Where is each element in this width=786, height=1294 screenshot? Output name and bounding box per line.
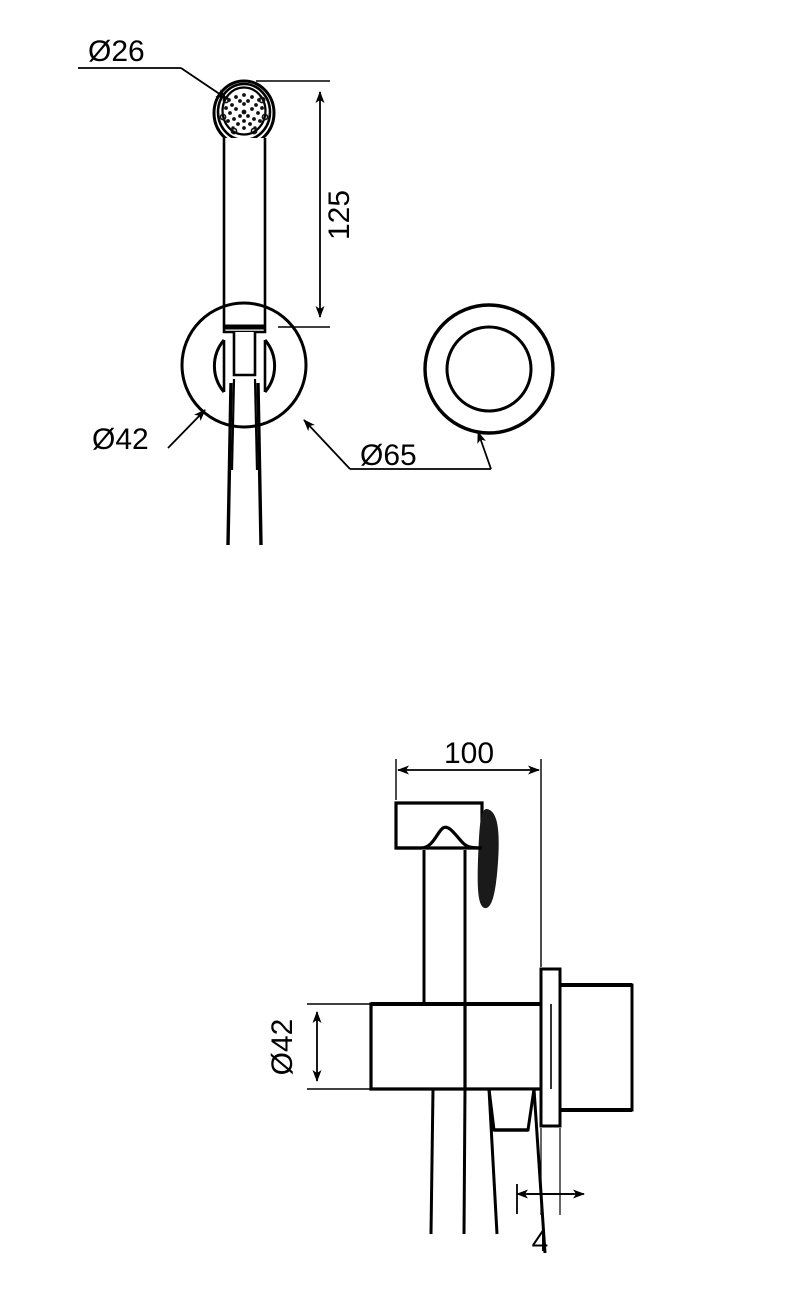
handset-wall-holder	[180, 301, 308, 429]
dimension-label-d42-top: Ø42	[92, 423, 149, 456]
dimension-d42-bottom	[307, 1003, 371, 1090]
spray-head-dimples	[219, 96, 269, 135]
spray-nozzle-pattern	[224, 93, 264, 130]
dimension-d4	[516, 1128, 585, 1215]
trigger-lever	[477, 809, 499, 908]
handset-shoulder	[396, 825, 483, 850]
dimension-d100	[395, 759, 542, 967]
outlet-nipple	[487, 1087, 536, 1132]
handset-head-block	[394, 801, 484, 850]
dimension-label-d100: 100	[444, 737, 494, 770]
dimension-label-d125: 125	[323, 190, 356, 240]
dimension-d26	[78, 67, 228, 100]
dimension-label-d26: Ø26	[88, 35, 145, 68]
dimension-d125	[256, 80, 330, 328]
wall-escutcheon-plate	[539, 967, 634, 1128]
dimension-label-d42-bottom: Ø42	[266, 1019, 299, 1076]
top-view-group: Ø26 125 Ø42 Ø65	[78, 35, 555, 546]
hose-strands	[429, 1088, 547, 1254]
dimension-label-d65: Ø65	[360, 439, 417, 472]
wall-outlet-body	[369, 1002, 546, 1091]
inner-holder-ring-right	[263, 339, 277, 393]
handset-hose	[226, 378, 263, 546]
outlet-body-rect	[369, 1002, 546, 1091]
wall-plate-outer-circle	[180, 301, 308, 429]
spray-head-assembly	[212, 79, 276, 147]
handset-barrel	[222, 138, 267, 334]
wall-plate-ring-view	[423, 303, 555, 435]
wall-plate-ring-inner	[445, 325, 533, 413]
bottom-view-group: 100 Ø42 4	[266, 737, 634, 1258]
dimension-label-d4: 4	[532, 1225, 549, 1258]
wall-surface-outline	[560, 983, 634, 1112]
handset-side-head	[394, 801, 499, 1003]
inner-holder-ring-left	[212, 339, 226, 393]
dimension-d42-top	[167, 409, 206, 449]
outlet-nipple-shape	[487, 1087, 536, 1132]
dimension-d65	[303, 419, 492, 470]
